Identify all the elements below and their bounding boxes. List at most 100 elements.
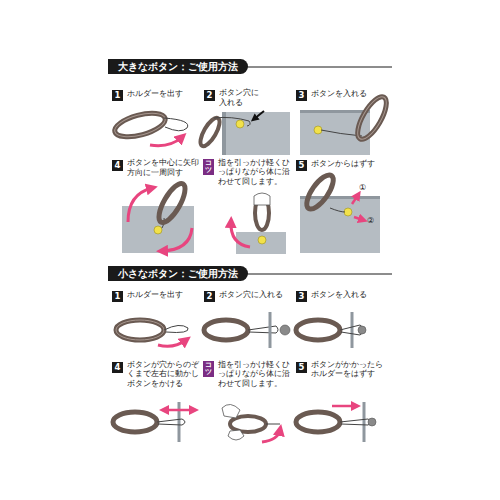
fabric-edge [178,402,181,442]
step-number-text: 2 [205,291,214,302]
step-number-text: 4 [113,362,122,373]
fabric [300,196,380,253]
pink-arrow [262,430,280,442]
fabric-edge [300,110,370,113]
holder-loop [352,93,392,144]
callout-number-box: ① [359,183,371,193]
step-number: 5 [296,362,307,373]
pink-arrow [352,195,358,204]
button [368,418,376,426]
pink-arrow [332,405,356,408]
button [314,126,322,134]
step-number: 5 [296,160,307,171]
holder-highlight [116,320,164,340]
step-caption-box: ボタンからはずす [311,159,389,169]
fabric-edge [351,312,354,348]
hand [228,430,244,440]
black-arrow [254,111,264,119]
step-number-text: 3 [297,291,306,302]
step-caption: ボタンを中心に矢印方向に一周回す [127,158,201,178]
holder-wire [214,117,250,126]
step-caption-box: ボタン穴に入れる [219,290,289,300]
step-caption: ボタンがかかったらホルダーをはずす [311,360,383,379]
fabric-edge [363,402,366,442]
section-header: 小さなボタン：ご使用方法 [108,266,248,281]
tip-text: コツ [205,160,212,174]
tip-caption: 指を引っかけ軽くひっぱりながら体に沿わせて回します。 [218,158,290,186]
button [258,236,266,244]
step-number: 4 [112,160,123,171]
step-number-text: 1 [113,90,122,101]
step-number: 4 [112,362,123,373]
step-number: 3 [296,90,307,101]
tip-caption: 指を引っかけ軽くひっぱりながら体に沿わせて回します。 [218,360,290,388]
fabric [222,112,290,155]
fabric-edge [269,312,272,348]
step-number-text: 2 [205,90,214,101]
step-caption: ホルダーを出す [127,89,197,99]
step-caption-box: ボタンが穴からのぞくまで左右に動かしボタンをかける [127,360,205,388]
step-caption: ボタンを入れる [311,89,389,99]
holder-loop [296,320,340,340]
holder-wire [248,326,278,333]
hand [254,193,270,205]
holder-wire [157,419,185,425]
fabric-edge [222,112,226,155]
step-caption: ボタン穴に入れる [219,290,289,300]
tip-text: コツ [205,362,212,376]
fabric [236,232,286,254]
hand [222,404,240,418]
button [358,326,366,334]
callout-number-box: ② [367,216,379,226]
step-caption-box: ボタンがかかったらホルダーをはずす [311,360,383,379]
button [280,325,290,335]
holder-highlight [352,93,392,144]
pink-arrow [158,340,186,346]
step-caption-box: ボタン穴に入れる [219,88,263,108]
holder-wire [340,419,371,425]
holder-wire [330,208,345,212]
holder-loop [204,320,248,340]
step-number: 1 [112,90,123,101]
step-number-text: 5 [297,362,306,373]
holder-loop [154,180,190,226]
section-header: 大きなボタン：ご使用方法 [108,59,248,74]
step-number: 2 [204,90,215,101]
holder-loop [113,412,157,432]
step-number-text: 1 [113,291,122,302]
button [154,226,162,234]
tip-caption-box: 指を引っかけ軽くひっぱりながら体に沿わせて回します。 [218,158,290,186]
step-number-text: 5 [297,160,306,171]
pink-arrow [231,222,250,247]
pink-arrow [354,217,363,220]
step-caption-box: ボタンを入れる [311,290,389,300]
step-caption-box: ホルダーを出す [127,290,197,300]
step-caption: ボタンを入れる [311,290,389,300]
section-title: 大きなボタン：ご使用方法 [118,59,238,74]
callout-number: ① [359,183,371,193]
tip-badge: コツ [203,159,214,175]
holder-wire [266,424,280,425]
holder-loop [302,171,338,213]
holder-loop [230,416,266,432]
step-caption-box: ホルダーを出す [127,89,197,99]
step-number-text: 4 [113,160,122,171]
holder-wire [164,325,188,332]
step-number: 2 [204,291,215,302]
step-number: 3 [296,291,307,302]
section-title: 小さなボタン：ご使用方法 [118,266,238,281]
fabric-edge [300,196,380,199]
pink-arrow [162,228,192,251]
callout-number: ② [367,216,379,226]
holder-loop [112,109,167,142]
holder-wire [164,118,188,131]
holder-loop [296,412,340,432]
holder-highlight [112,109,167,142]
button [236,120,244,128]
button [344,208,352,216]
step-caption: ホルダーを出す [127,290,197,300]
step-caption: ボタンが穴からのぞくまで左右に動かしボタンをかける [127,360,205,388]
step-caption-box: ボタンを中心に矢印方向に一周回す [127,158,201,178]
